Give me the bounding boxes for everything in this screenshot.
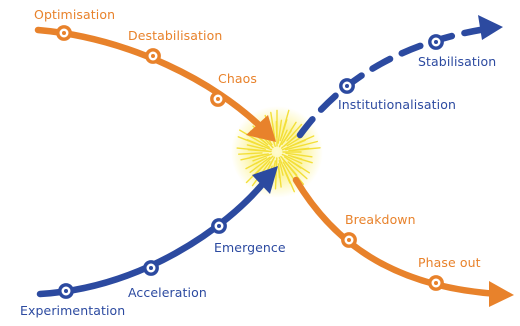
rise-continuation-arrowhead [478, 15, 503, 40]
label-acceleration: Acceleration [128, 285, 207, 300]
decline-continuation-arrowhead [489, 281, 514, 307]
burst-ray [277, 166, 281, 179]
burst-ray [252, 153, 273, 162]
burst-ray [278, 159, 284, 176]
label-emergence: Emergence [214, 240, 286, 255]
node-experimentation [58, 283, 74, 299]
burst-ray [237, 152, 263, 155]
rise-curve [36, 176, 270, 298]
burst-ray [286, 157, 302, 169]
rise-curve-arrowhead [252, 166, 278, 194]
label-phase-out: Phase out [418, 255, 481, 270]
decline-continuation-curve [292, 176, 502, 298]
burst-ray [291, 147, 321, 152]
burst-ray [238, 129, 270, 149]
node-breakdown [341, 232, 357, 248]
burst-ray [246, 144, 266, 150]
node-destabilisation [145, 48, 161, 64]
burst-ray [287, 161, 308, 180]
node-phase-out [428, 275, 444, 291]
label-institutionalisation: Institutionalisation [338, 97, 456, 112]
burst-ray [249, 153, 266, 159]
burst-ray [278, 129, 288, 148]
label-breakdown: Breakdown [345, 212, 416, 227]
node-institutionalisation [339, 78, 355, 94]
decline-curve [34, 26, 266, 132]
burst-ray [281, 139, 306, 151]
label-chaos: Chaos [218, 71, 257, 86]
burst-ray [283, 129, 292, 143]
decline-curve-arrowhead [246, 115, 276, 142]
burst-ray [270, 111, 276, 141]
burst-ray [245, 158, 265, 170]
node-chaos [210, 91, 226, 107]
node-acceleration [143, 260, 159, 276]
node-optimisation [56, 25, 72, 41]
burst-ray [245, 155, 274, 184]
node-stabilisation [428, 34, 444, 50]
burst-ray [278, 156, 291, 184]
burst-ray [249, 156, 271, 174]
label-optimisation: Optimisation [34, 7, 115, 22]
burst-ray [282, 161, 295, 181]
rise-continuation-curve [296, 26, 484, 139]
burst-ray [290, 155, 313, 164]
burst-ray [285, 140, 318, 151]
burst-ray [285, 152, 313, 158]
burst-ray [286, 136, 303, 147]
burst-ray [286, 123, 303, 142]
node-emergence [211, 218, 227, 234]
burst-ray [274, 157, 278, 190]
burst-ray [282, 158, 305, 185]
label-experimentation: Experimentation [20, 303, 125, 318]
burst-ray [246, 139, 273, 151]
label-stabilisation: Stabilisation [418, 54, 496, 69]
label-destabilisation: Destabilisation [128, 28, 222, 43]
burst-ray [236, 147, 269, 152]
burst-ray [277, 119, 283, 144]
burst-ray [280, 119, 288, 139]
burst-ray [281, 153, 303, 165]
